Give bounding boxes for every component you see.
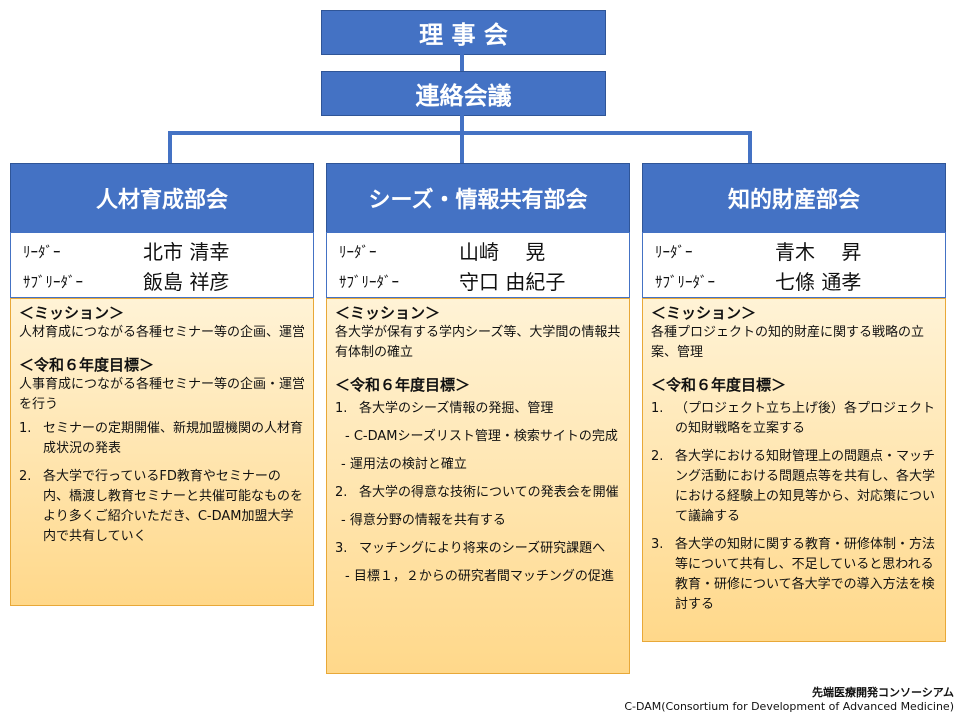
goal-item: 1. セミナーの定期開催、新規加盟機関の人材育成状況の発表 bbox=[19, 419, 305, 459]
goal-text: 各大学における知財管理上の問題点・マッチング活動における問題点等を共有し、各大学… bbox=[675, 449, 936, 524]
goal-list: 1. 各大学のシーズ情報の発掘、管理 - C-DAMシーズリスト管理・検索サイト… bbox=[335, 399, 621, 587]
leader-row: ﾘｰﾀﾞｰ 山崎 晃 bbox=[339, 237, 629, 267]
goal-text: 各大学の知財に関する教育・研修体制・方法等について共有し、不足していると思われる… bbox=[675, 537, 936, 612]
goal-text: セミナーの定期開催、新規加盟機関の人材育成状況の発表 bbox=[43, 421, 304, 456]
goal-item: 1. （プロジェクト立ち上げ後）各プロジェクトの知財戦略を立案する bbox=[651, 399, 937, 439]
connector-left-down bbox=[168, 131, 172, 163]
leader-role: ﾘｰﾀﾞｰ bbox=[655, 243, 693, 261]
mission-title: ＜ミッション＞ bbox=[651, 304, 757, 322]
goal-text: 各大学のシーズ情報の発掘、管理 bbox=[359, 401, 554, 416]
mission-text: 人材育成につながる各種セミナー等の企画、運営 bbox=[19, 325, 306, 340]
leader-name: 青木 昇 bbox=[775, 240, 862, 264]
goal-item: 3. マッチングにより将来のシーズ研究課題へ bbox=[335, 539, 621, 559]
goal-text: マッチングにより将来のシーズ研究課題へ bbox=[359, 541, 606, 556]
goal-number: 2. bbox=[335, 485, 348, 500]
subleader-name: 飯島 祥彦 bbox=[143, 270, 230, 294]
goal-number: 2. bbox=[19, 469, 32, 484]
goal-number: 3. bbox=[335, 541, 348, 556]
subleader-name: 七條 通孝 bbox=[775, 270, 862, 294]
leader-name: 山崎 晃 bbox=[459, 240, 546, 264]
goal-number: 1. bbox=[19, 421, 32, 436]
leader-box-seeds: ﾘｰﾀﾞｰ 山崎 晃 ｻﾌﾞﾘｰﾀﾞｰ 守口 由紀子 bbox=[326, 232, 630, 298]
subleader-role: ｻﾌﾞﾘｰﾀﾞｰ bbox=[23, 273, 84, 291]
leader-name: 北市 清幸 bbox=[143, 240, 230, 264]
liaison-box: 連絡会議 bbox=[321, 71, 606, 116]
leader-role: ﾘｰﾀﾞｰ bbox=[23, 243, 61, 261]
mission-title: ＜ミッション＞ bbox=[19, 304, 125, 322]
goal-title: ＜令和６年度目標＞ bbox=[19, 356, 155, 374]
goal-item: 2. 各大学の得意な技術についての発表会を開催 bbox=[335, 483, 621, 503]
subleader-row: ｻﾌﾞﾘｰﾀﾞｰ 飯島 祥彦 bbox=[23, 267, 313, 297]
goal-intro: 人事育成につながる各種セミナー等の企画・運営を行う bbox=[19, 377, 306, 412]
leader-box-hr: ﾘｰﾀﾞｰ 北市 清幸 ｻﾌﾞﾘｰﾀﾞｰ 飯島 祥彦 bbox=[10, 232, 314, 298]
goal-item: 3. 各大学の知財に関する教育・研修体制・方法等について共有し、不足していると思… bbox=[651, 535, 937, 615]
goal-number: 1. bbox=[335, 401, 348, 416]
subleader-row: ｻﾌﾞﾘｰﾀﾞｰ 七條 通孝 bbox=[655, 267, 945, 297]
content-box-hr: ＜ミッション＞ 人材育成につながる各種セミナー等の企画、運営 ＜令和６年度目標＞… bbox=[10, 298, 314, 606]
goal-item: 1. 各大学のシーズ情報の発掘、管理 bbox=[335, 399, 621, 419]
goal-number: 2. bbox=[651, 449, 664, 464]
leader-box-ip: ﾘｰﾀﾞｰ 青木 昇 ｻﾌﾞﾘｰﾀﾞｰ 七條 通孝 bbox=[642, 232, 946, 298]
dept-header-ip: 知的財産部会 bbox=[642, 163, 946, 233]
board-box: 理 事 会 bbox=[321, 10, 606, 55]
goal-item: 2. 各大学で行っているFD教育やセミナーの内、橋渡し教育セミナーと共催可能なも… bbox=[19, 467, 305, 547]
leader-row: ﾘｰﾀﾞｰ 青木 昇 bbox=[655, 237, 945, 267]
footer-org-name: 先端医療開発コンソーシアム bbox=[811, 686, 954, 699]
dept-title: 人材育成部会 bbox=[95, 188, 228, 213]
content-box-seeds: ＜ミッション＞ 各大学が保有する学内シーズ等、大学間の情報共有体制の確立 ＜令和… bbox=[326, 298, 630, 674]
mission-text: 各大学が保有する学内シーズ等、大学間の情報共有体制の確立 bbox=[335, 325, 621, 360]
connector-right-down bbox=[748, 131, 752, 163]
connector-horizontal bbox=[168, 131, 752, 135]
board-label: 理 事 会 bbox=[419, 21, 508, 49]
connector-board-liaison bbox=[460, 54, 464, 71]
liaison-label: 連絡会議 bbox=[415, 82, 512, 110]
goal-text: 各大学で行っているFD教育やセミナーの内、橋渡し教育セミナーと共催可能なものをよ… bbox=[43, 469, 304, 544]
dept-header-seeds: シーズ・情報共有部会 bbox=[326, 163, 630, 233]
goal-subitem: - 目標１，２からの研究者間マッチングの促進 bbox=[345, 569, 614, 584]
leader-row: ﾘｰﾀﾞｰ 北市 清幸 bbox=[23, 237, 313, 267]
content-box-ip: ＜ミッション＞ 各種プロジェクトの知的財産に関する戦略の立案、管理 ＜令和６年度… bbox=[642, 298, 946, 642]
goal-list: 1. （プロジェクト立ち上げ後）各プロジェクトの知財戦略を立案する 2. 各大学… bbox=[651, 399, 937, 615]
goal-number: 3. bbox=[651, 537, 664, 552]
goal-item: 2. 各大学における知財管理上の問題点・マッチング活動における問題点等を共有し、… bbox=[651, 447, 937, 527]
mission-title: ＜ミッション＞ bbox=[335, 304, 441, 322]
footer: 先端医療開発コンソーシアム C-DAM(Consortium for Devel… bbox=[624, 686, 954, 714]
subleader-role: ｻﾌﾞﾘｰﾀﾞｰ bbox=[339, 273, 400, 291]
goal-title: ＜令和６年度目標＞ bbox=[335, 376, 471, 394]
mission-text: 各種プロジェクトの知的財産に関する戦略の立案、管理 bbox=[651, 325, 925, 360]
subleader-name: 守口 由紀子 bbox=[459, 270, 566, 294]
footer-org-english: C-DAM(Consortium for Development of Adva… bbox=[624, 700, 954, 713]
dept-header-hr: 人材育成部会 bbox=[10, 163, 314, 233]
connector-liaison-down bbox=[460, 115, 464, 163]
dept-title: 知的財産部会 bbox=[727, 188, 860, 213]
subleader-role: ｻﾌﾞﾘｰﾀﾞｰ bbox=[655, 273, 716, 291]
goal-number: 1. bbox=[651, 401, 664, 416]
goal-subitem: - C-DAMシーズリスト管理・検索サイトの完成 bbox=[345, 429, 618, 444]
leader-role: ﾘｰﾀﾞｰ bbox=[339, 243, 377, 261]
subleader-row: ｻﾌﾞﾘｰﾀﾞｰ 守口 由紀子 bbox=[339, 267, 629, 297]
goal-subitem: - 運用法の検討と確立 bbox=[341, 457, 467, 472]
goal-text: （プロジェクト立ち上げ後）各プロジェクトの知財戦略を立案する bbox=[675, 401, 936, 436]
goal-subitem: - 得意分野の情報を共有する bbox=[341, 513, 506, 528]
goal-text: 各大学の得意な技術についての発表会を開催 bbox=[359, 485, 619, 500]
dept-title: シーズ・情報共有部会 bbox=[368, 188, 588, 213]
goal-title: ＜令和６年度目標＞ bbox=[651, 376, 787, 394]
goal-list: 1. セミナーの定期開催、新規加盟機関の人材育成状況の発表 2. 各大学で行って… bbox=[19, 419, 305, 547]
